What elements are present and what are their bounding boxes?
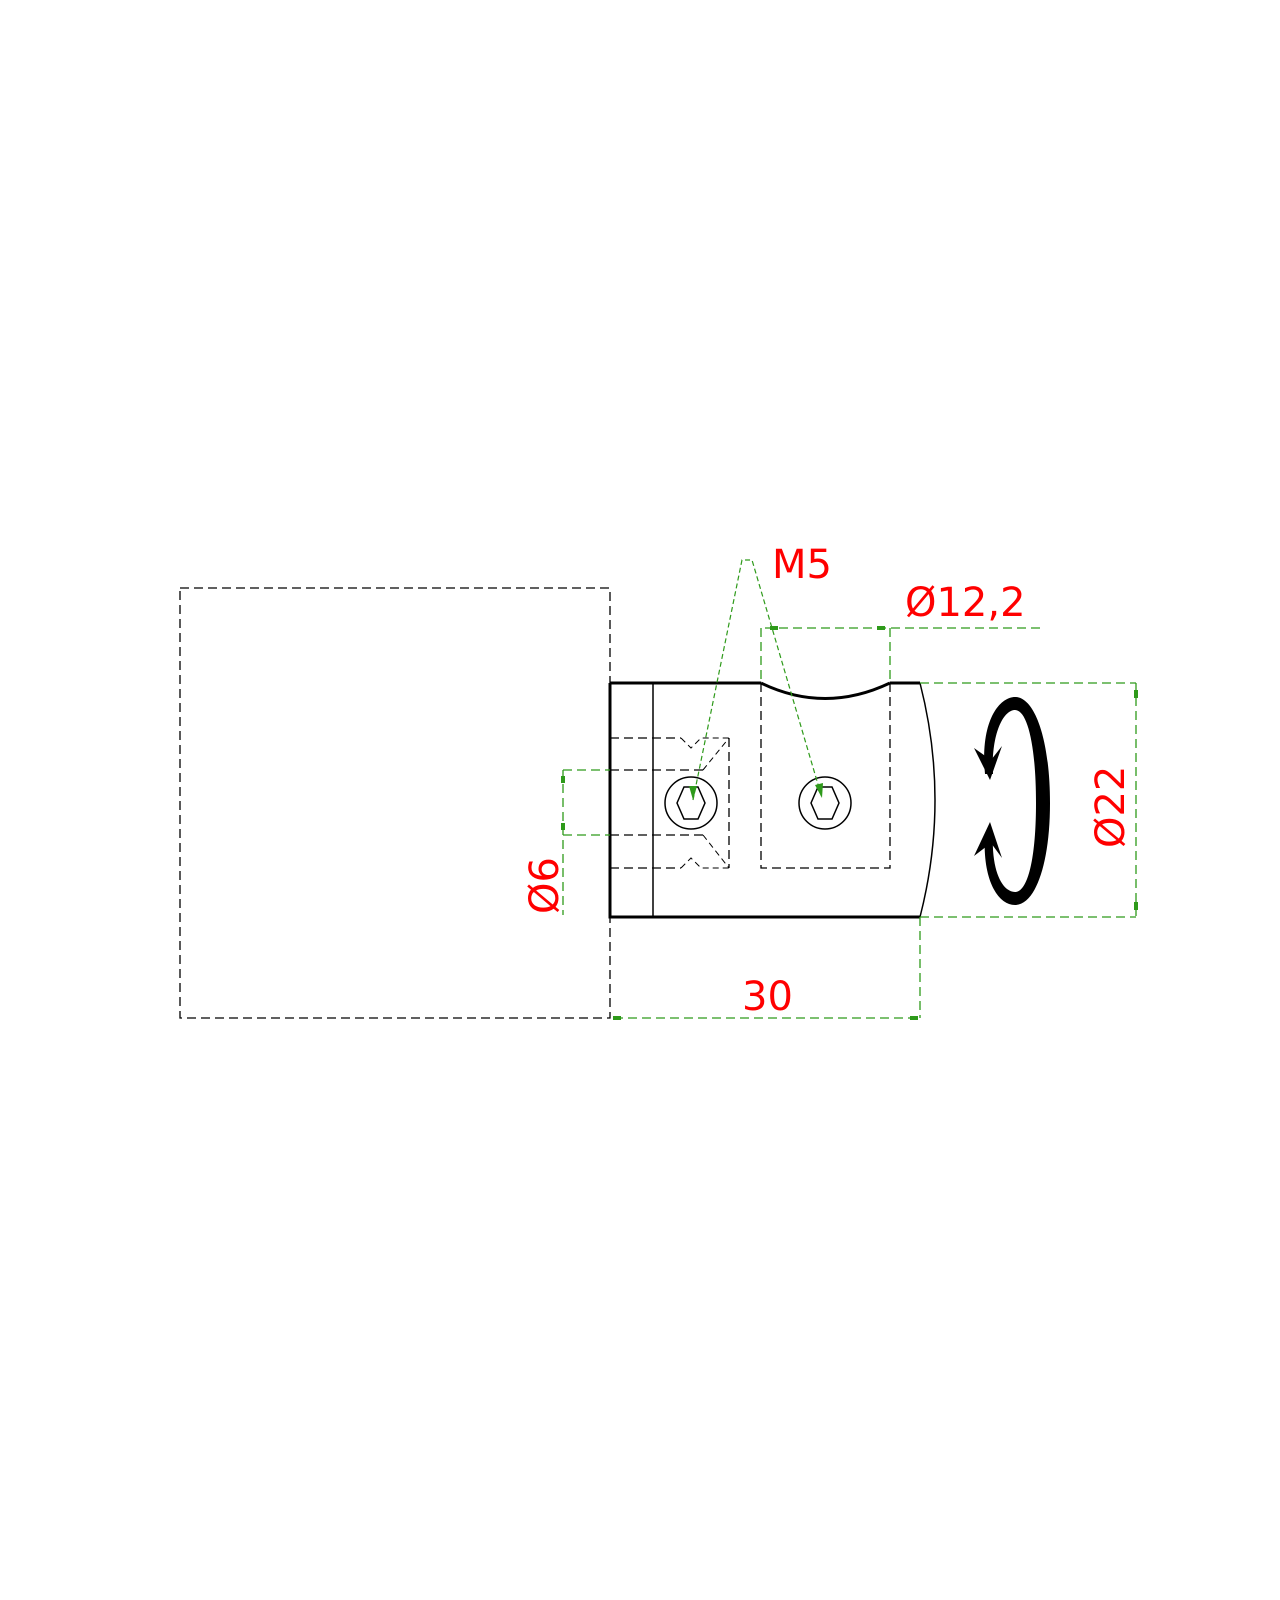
hidden-bore (760, 683, 891, 869)
hidden-threaded-hole (610, 737, 730, 869)
hex-socket-screw-icon (664, 776, 718, 830)
outer-diameter-label: Ø22 (1088, 766, 1134, 848)
hex-socket-screw-icon (798, 776, 852, 830)
pin-diameter-dimension-line (561, 769, 610, 915)
pin-diameter-label: Ø6 (522, 857, 568, 914)
clamp-body (608, 681, 936, 919)
outer-diameter-dimension-line (920, 682, 1138, 918)
thread-leader (689, 559, 823, 801)
phantom-post-outline (179, 587, 611, 1019)
bore-dimension-line (760, 626, 1040, 683)
length-dimension-line (613, 917, 921, 1020)
bore-diameter-label: Ø12,2 (905, 580, 1026, 626)
rotation-arrows-icon (974, 697, 1050, 905)
thread-label: M5 (772, 542, 832, 588)
length-label: 30 (742, 974, 793, 1020)
